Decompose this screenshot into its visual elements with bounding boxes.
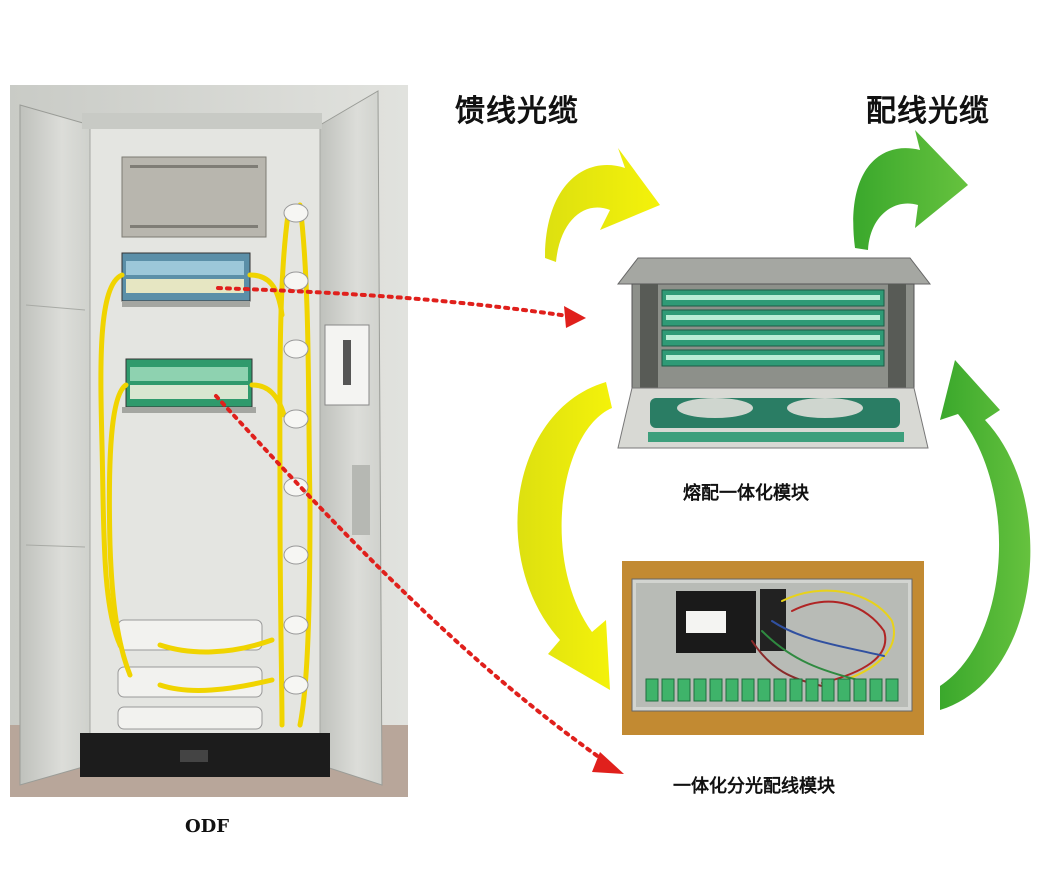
feeder-cable-arrow [545,148,660,262]
fusion-to-splitter-arrow [517,382,612,690]
distribution-cable-arrow [853,130,968,250]
feeder-cable-label: 馈线光缆 [455,94,579,129]
splitter-module-label: 一体化分光配线模块 [673,776,835,797]
odf-cabinet-image [10,85,408,797]
fusion-module-label: 熔配一体化模块 [683,483,809,504]
fusion-module-image [616,257,932,449]
splitter-module-image [622,561,924,735]
distribution-cable-label: 配线光缆 [866,94,990,129]
odf-label: ODF [185,816,230,837]
splitter-to-fusion-arrow [940,360,1031,710]
